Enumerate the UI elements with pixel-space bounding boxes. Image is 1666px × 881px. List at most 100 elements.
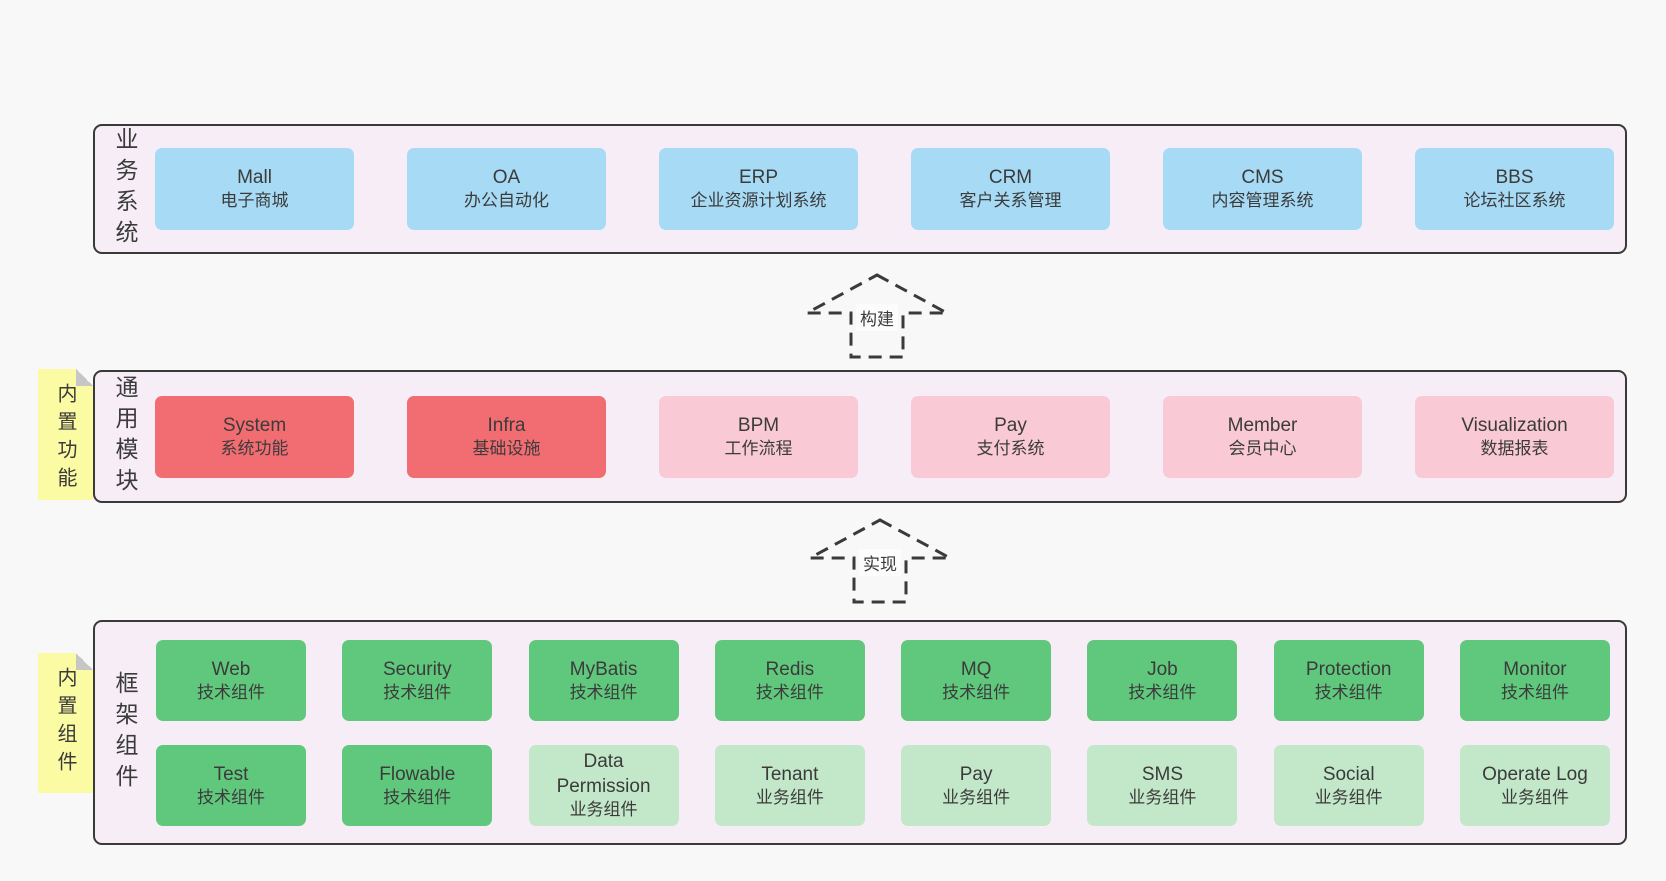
box-monitor: Monitor 技术组件: [1459, 640, 1610, 721]
box-title: Visualization: [1461, 414, 1568, 436]
box-title: Redis: [765, 658, 815, 680]
framework-row-tech: Web 技术组件 Security 技术组件 MyBatis 技术组件 Redi…: [156, 640, 1610, 721]
box-title: Infra: [487, 414, 526, 436]
box-sms: SMS 业务组件: [1087, 745, 1238, 826]
up-block-arrow-icon: [807, 273, 947, 359]
box-title: Tenant: [761, 763, 819, 785]
box-subtitle: 论坛社区系统: [1463, 191, 1566, 211]
box-subtitle: 办公自动化: [464, 191, 549, 211]
box-member: Member 会员中心: [1163, 395, 1362, 478]
box-subtitle: 会员中心: [1228, 438, 1297, 458]
framework-rows: Web 技术组件 Security 技术组件 MyBatis 技术组件 Redi…: [156, 640, 1610, 826]
box-web: Web 技术组件: [156, 640, 306, 721]
folded-corner-icon: [76, 653, 93, 670]
box-mall: Mall 电子商城: [155, 148, 354, 230]
box-title: OA: [492, 167, 521, 189]
arrow-implement-label: 实现: [859, 549, 901, 576]
dashed-up-arrow-build: 构建: [807, 271, 947, 361]
box-data-permission: Data Permission 业务组件: [528, 745, 679, 826]
box-subtitle: 技术组件: [1128, 682, 1197, 702]
sticky-note-label: 内置组件: [54, 667, 76, 779]
sticky-note-built-in-features: 内置功能: [38, 369, 93, 500]
box-title: Monitor: [1503, 658, 1567, 680]
box-title: Pay: [994, 414, 1027, 436]
box-title: Security: [382, 658, 452, 680]
box-cms: CMS 内容管理系统: [1163, 148, 1362, 230]
box-title: Web: [211, 658, 251, 680]
box-title: Pay: [959, 763, 993, 785]
box-title: Mall: [237, 167, 272, 189]
box-flowable: Flowable 技术组件: [342, 745, 493, 826]
up-block-arrow-icon: [810, 518, 950, 604]
section-common-modules: 通用模块 System 系统功能 Infra 基础设施 BPM 工作流程 Pay…: [93, 370, 1627, 503]
box-protection: Protection 技术组件: [1273, 640, 1424, 721]
box-social: Social 业务组件: [1273, 745, 1424, 826]
box-title: Member: [1227, 414, 1298, 436]
box-subtitle: 客户关系管理: [959, 191, 1062, 211]
box-bpm: BPM 工作流程: [659, 395, 858, 478]
box-security: Security 技术组件: [342, 640, 493, 721]
box-subtitle: 系统功能: [220, 438, 289, 458]
box-mq: MQ 技术组件: [901, 640, 1052, 721]
box-title: Operate Log: [1482, 763, 1588, 785]
box-subtitle: 技术组件: [383, 787, 452, 807]
box-subtitle: 技术组件: [755, 682, 824, 702]
sticky-note-label: 内置功能: [54, 383, 76, 495]
arrow-build-label: 构建: [856, 304, 898, 331]
box-subtitle: 业务组件: [755, 787, 824, 807]
box-title: ERP: [738, 167, 779, 189]
box-mybatis: MyBatis 技术组件: [528, 640, 679, 721]
box-subtitle: 业务组件: [1314, 787, 1383, 807]
box-subtitle: 技术组件: [569, 682, 638, 702]
sticky-note-built-in-components: 内置组件: [38, 653, 93, 793]
box-subtitle: 数据报表: [1480, 438, 1549, 458]
box-title: CRM: [988, 167, 1033, 189]
box-job: Job 技术组件: [1087, 640, 1238, 721]
box-title: BPM: [737, 414, 780, 436]
box-title: Data Permission: [556, 751, 651, 798]
box-test: Test 技术组件: [156, 745, 306, 826]
box-pay-module: Pay 支付系统: [911, 395, 1110, 478]
section-framework-label: 框架组件: [112, 670, 138, 795]
box-subtitle: 技术组件: [942, 682, 1011, 702]
box-title: Test: [213, 763, 249, 785]
box-subtitle: 内容管理系统: [1211, 191, 1314, 211]
box-title: Social: [1322, 763, 1375, 785]
box-oa: OA 办公自动化: [407, 148, 606, 230]
box-title: MQ: [960, 658, 992, 680]
business-boxes-row: Mall 电子商城 OA 办公自动化 ERP 企业资源计划系统 CRM 客户关系…: [155, 148, 1614, 230]
box-subtitle: 业务组件: [1128, 787, 1197, 807]
box-erp: ERP 企业资源计划系统: [659, 148, 858, 230]
section-framework-components: 框架组件 Web 技术组件 Security 技术组件 MyBatis 技术组件…: [93, 620, 1627, 845]
box-tenant: Tenant 业务组件: [714, 745, 865, 826]
box-subtitle: 企业资源计划系统: [690, 191, 827, 211]
box-subtitle: 技术组件: [197, 682, 265, 702]
modules-boxes-row: System 系统功能 Infra 基础设施 BPM 工作流程 Pay 支付系统…: [155, 395, 1614, 478]
box-title: Job: [1147, 658, 1178, 680]
box-subtitle: 业务组件: [569, 800, 638, 820]
framework-row-biz: Test 技术组件 Flowable 技术组件 Data Permission …: [156, 745, 1610, 826]
box-title: System: [222, 414, 287, 436]
box-bbs: BBS 论坛社区系统: [1415, 148, 1614, 230]
dashed-up-arrow-implement: 实现: [810, 516, 950, 606]
box-subtitle: 业务组件: [1500, 787, 1569, 807]
box-subtitle: 基础设施: [472, 438, 541, 458]
box-title: Protection: [1305, 658, 1392, 680]
section-modules-label: 通用模块: [112, 374, 138, 499]
box-subtitle: 技术组件: [1314, 682, 1383, 702]
box-title: MyBatis: [569, 658, 638, 680]
box-subtitle: 技术组件: [383, 682, 452, 702]
box-subtitle: 电子商城: [220, 191, 289, 211]
section-business-systems: 业务系统 Mall 电子商城 OA 办公自动化 ERP 企业资源计划系统 CRM…: [93, 124, 1627, 254]
section-business-label: 业务系统: [112, 127, 138, 251]
box-operate-log: Operate Log 业务组件: [1459, 745, 1610, 826]
box-subtitle: 支付系统: [976, 438, 1045, 458]
box-crm: CRM 客户关系管理: [911, 148, 1110, 230]
box-subtitle: 技术组件: [1500, 682, 1569, 702]
box-title: Flowable: [379, 763, 456, 785]
box-pay-component: Pay 业务组件: [901, 745, 1052, 826]
box-title: BBS: [1495, 167, 1534, 189]
box-subtitle: 工作流程: [724, 438, 793, 458]
box-title: CMS: [1241, 167, 1284, 189]
box-redis: Redis 技术组件: [714, 640, 865, 721]
